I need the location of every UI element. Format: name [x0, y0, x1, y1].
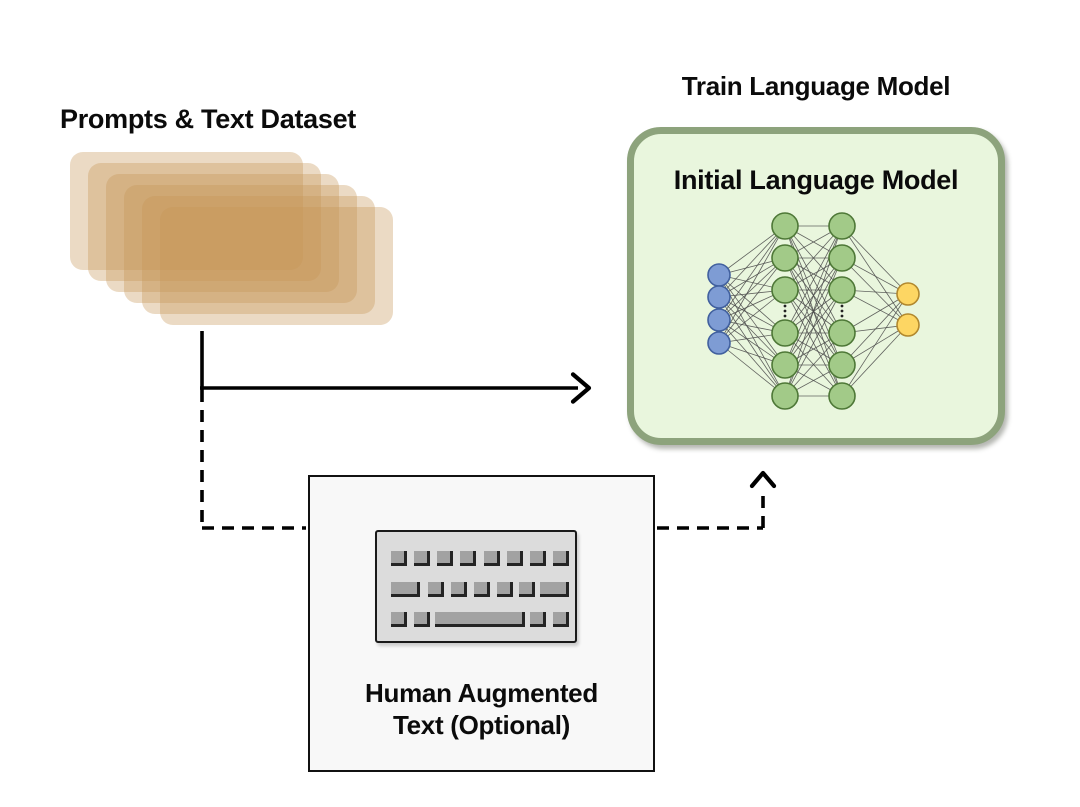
keyboard-key	[437, 551, 453, 566]
keyboard-key	[553, 612, 569, 627]
keyboard-key	[507, 551, 523, 566]
keyboard-key	[497, 582, 513, 597]
dataset-card	[88, 163, 321, 281]
keyboard-key	[435, 612, 525, 627]
keyboard-key	[428, 582, 444, 597]
keyboard-key	[391, 551, 407, 566]
dataset-card	[124, 185, 357, 303]
keyboard-key	[553, 551, 569, 566]
initial-language-model-box: Initial Language Model	[627, 127, 1005, 445]
dataset-card	[142, 196, 375, 314]
dataset-card	[70, 152, 303, 270]
initial-language-model-label: Initial Language Model	[673, 165, 959, 195]
keyboard-key	[414, 612, 430, 627]
dataset-card	[160, 207, 393, 325]
keyboard-key	[451, 582, 467, 597]
dataset-card	[106, 174, 339, 292]
keyboard-key	[519, 582, 535, 597]
human-augmented-text-label: Human Augmented Text (Optional)	[365, 678, 598, 740]
keyboard-key	[474, 582, 490, 597]
keyboard-key	[414, 551, 430, 566]
keyboard-key	[540, 582, 569, 597]
keyboard-key	[460, 551, 476, 566]
prompts-dataset-label: Prompts & Text Dataset	[60, 104, 356, 134]
keyboard-key	[530, 612, 546, 627]
keyboard-key	[391, 612, 407, 627]
keyboard-key	[391, 582, 420, 597]
keyboard-key	[530, 551, 546, 566]
train-language-model-title: Train Language Model	[681, 71, 951, 101]
keyboard-key	[484, 551, 500, 566]
